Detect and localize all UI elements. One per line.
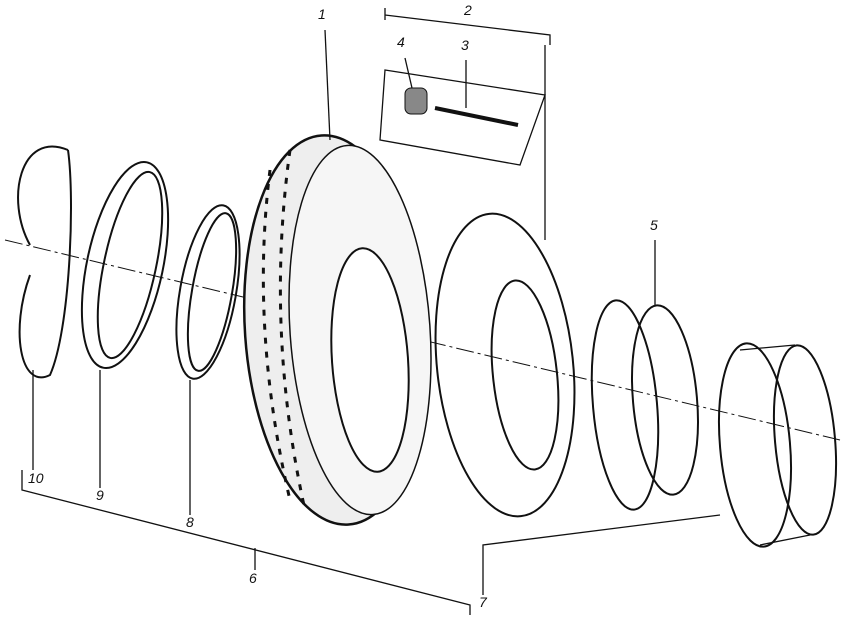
rim-5 — [590, 299, 699, 511]
wheel-7 — [718, 342, 838, 548]
callout-3: 3 — [461, 37, 469, 53]
tyre-1 — [242, 134, 432, 526]
callout-6: 6 — [249, 570, 257, 586]
callout-7: 7 — [479, 594, 487, 610]
inner-tube — [434, 212, 576, 518]
callout-1: 1 — [318, 6, 326, 22]
leader-lines — [21, 29, 721, 615]
split-ring-10 — [17, 145, 72, 379]
callout-2: 2 — [464, 2, 472, 18]
callout-8: 8 — [186, 514, 194, 530]
callout-10: 10 — [28, 470, 44, 486]
callout-9: 9 — [96, 487, 104, 503]
lock-ring-8 — [175, 204, 241, 380]
flap-9 — [80, 160, 170, 370]
valve-assembly-2 — [379, 8, 551, 240]
callout-5: 5 — [650, 217, 658, 233]
callout-4: 4 — [397, 34, 405, 50]
